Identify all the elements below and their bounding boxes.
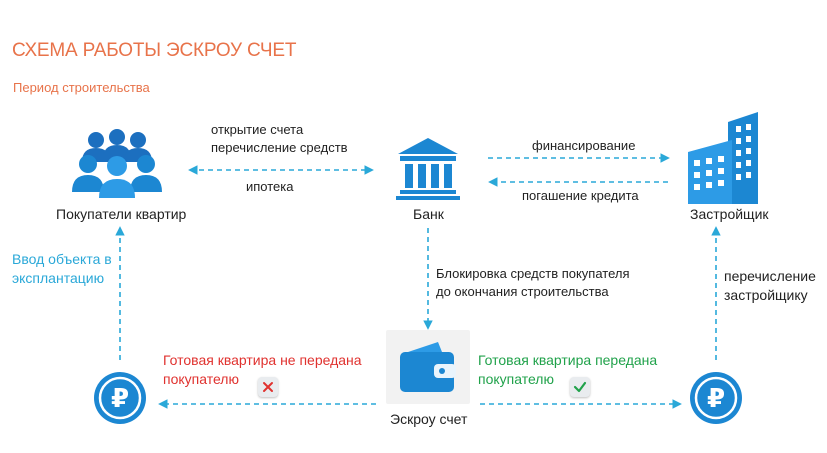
ruble-left-icon: ₽ bbox=[92, 370, 148, 426]
escrow-card bbox=[386, 330, 470, 404]
wallet-icon bbox=[398, 338, 458, 394]
buildings-icon bbox=[688, 112, 772, 204]
edge-label-block-funds: Блокировка средств покупателя bbox=[436, 266, 630, 281]
bank-icon bbox=[396, 136, 460, 200]
edge-label-until-completion: до окончания строительства bbox=[436, 284, 609, 299]
ruble-right-icon: ₽ bbox=[688, 370, 744, 426]
edge-label-commissioning-1: Ввод объекта в bbox=[12, 251, 112, 267]
edge-label-mortgage: ипотека bbox=[246, 179, 294, 194]
edge-label-loan-repayment: погашение кредита bbox=[522, 188, 639, 203]
bank-label: Банк bbox=[413, 206, 444, 222]
edge-label-not-delivered-1: Готовая квартира не передана bbox=[163, 352, 362, 368]
check-icon bbox=[570, 377, 590, 397]
edge-label-commissioning-2: эксплантацию bbox=[12, 270, 105, 286]
svg-text:₽: ₽ bbox=[111, 384, 129, 414]
developer-label: Застройщик bbox=[690, 206, 769, 222]
edge-label-open-account: открытие счета bbox=[211, 122, 304, 137]
edge-label-not-delivered-2: покупателю bbox=[163, 371, 239, 387]
svg-text:₽: ₽ bbox=[707, 384, 725, 414]
cross-icon bbox=[258, 377, 278, 397]
diagram-subtitle: Период строительства bbox=[13, 80, 150, 95]
edge-label-transfer-developer-1: перечисление bbox=[724, 268, 816, 284]
buyers-label: Покупатели квартир bbox=[56, 206, 187, 222]
edge-label-delivered-1: Готовая квартира передана bbox=[478, 352, 658, 368]
people-group-icon bbox=[72, 128, 162, 200]
edge-label-financing: финансирование bbox=[532, 138, 636, 153]
edge-label-transfer-funds: перечисление средств bbox=[211, 140, 348, 155]
edge-label-transfer-developer-2: застройщику bbox=[724, 287, 808, 303]
edge-label-delivered-2: покупателю bbox=[478, 371, 554, 387]
escrow-label: Эскроу счет bbox=[390, 411, 468, 427]
diagram-title: СХЕМА РАБОТЫ ЭСКРОУ СЧЕТ bbox=[12, 40, 297, 61]
